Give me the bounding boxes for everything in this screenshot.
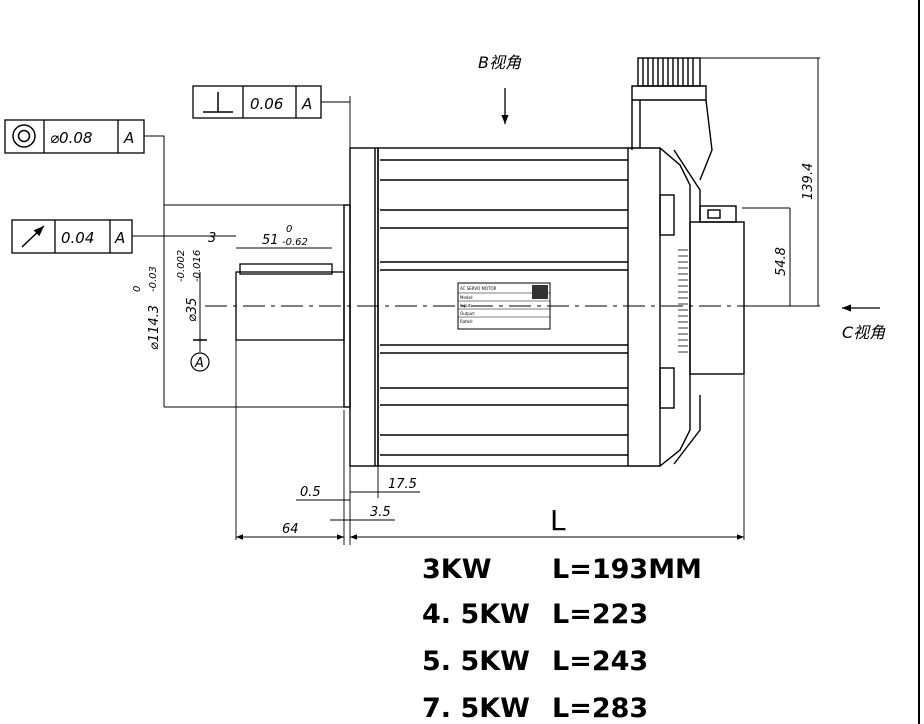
concentricity-icon	[12, 124, 36, 148]
pilot-diameter-upper: 0	[132, 286, 143, 292]
shaft-keyway	[239, 263, 333, 275]
nameplate-row: Output:	[460, 311, 475, 316]
encoder-housing	[689, 205, 745, 375]
shaft-diameter-nominal: ⌀35	[185, 298, 200, 322]
rear-end-cap	[628, 147, 701, 467]
motor-nameplate: AC SERVO MOTOR Model: Input: Output: Rat…	[457, 282, 551, 330]
concentricity-frame: ⌀0.08 A	[4, 119, 165, 205]
connector-height-dim: 139.4	[801, 163, 816, 200]
power-rating: 7. 5KW	[422, 693, 530, 724]
power-rating: 5. 5KW	[422, 646, 530, 677]
key-length-nominal: 51	[262, 233, 279, 248]
datum-a-marker	[190, 352, 210, 372]
flange-thickness-dim: 3.5	[370, 505, 391, 520]
shaft-diameter-upper: -0.002	[176, 250, 187, 282]
motor-length: L=193MM	[552, 554, 702, 585]
motor-body	[377, 147, 629, 467]
motor-shaft	[235, 263, 345, 341]
perpendicularity-datum: A	[301, 95, 312, 113]
pilot-diameter-lower: -0.03	[148, 266, 159, 292]
motor-length: L=283	[552, 693, 648, 724]
perpendicularity-frame: 0.06 A	[192, 85, 350, 119]
power-rating: 4. 5KW	[422, 599, 530, 630]
nameplate-row: Input:	[460, 303, 472, 308]
runout-value: 0.04	[61, 229, 94, 247]
motor-flange	[343, 147, 379, 467]
runout-datum: A	[114, 229, 125, 247]
extension-lines	[164, 57, 820, 545]
motor-length: L=243	[552, 646, 648, 677]
nameplate-row: Model:	[460, 295, 473, 300]
length-table: 3KW L=193MM 4. 5KW L=223 5. 5KW L=243 7.…	[422, 554, 702, 724]
b-view-label: B视角	[478, 53, 522, 72]
power-rating: 3KW	[422, 554, 492, 585]
key-length-lower: -0.62	[282, 237, 308, 248]
shaft-diameter-lower: -0.016	[192, 250, 203, 282]
body-length-dim: L	[550, 504, 566, 537]
flange-to-body-dim: 17.5	[388, 477, 417, 492]
shaft-length-dim: 64	[282, 522, 299, 537]
pilot-diameter-nominal: ⌀114.3	[147, 305, 162, 350]
shaft-step-dim: 3	[208, 231, 216, 246]
flange-gap-dim: 0.5	[300, 485, 321, 500]
runout-icon	[21, 225, 45, 248]
nameplate-title: AC SERVO MOTOR	[460, 286, 497, 291]
encoder-fins	[678, 249, 688, 353]
concentricity-datum: A	[123, 129, 134, 147]
c-view-label: C视角	[842, 323, 886, 342]
encoder-height-dim: 54.8	[774, 247, 789, 276]
perpendicularity-icon	[203, 92, 233, 113]
power-connector	[631, 57, 713, 181]
concentricity-value: ⌀0.08	[50, 129, 92, 147]
datum-a-letter: A	[194, 356, 204, 371]
perpendicularity-value: 0.06	[250, 95, 283, 113]
key-length-upper: 0	[286, 224, 292, 235]
runout-frame: 0.04 A	[11, 219, 236, 254]
motor-length: L=223	[552, 599, 648, 630]
nameplate-row: Rated:	[460, 319, 473, 324]
